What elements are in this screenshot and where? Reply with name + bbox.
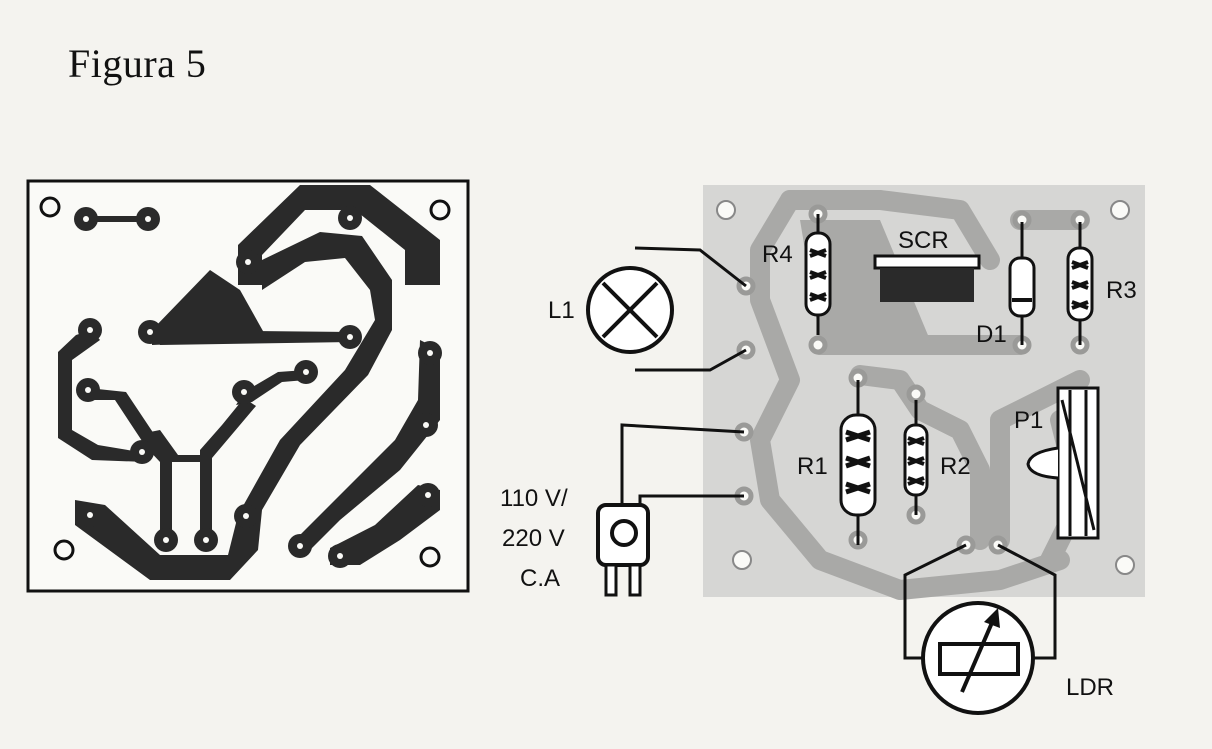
label-l1: L1	[548, 297, 575, 324]
label-r3: R3	[1106, 277, 1137, 304]
scr-component	[873, 254, 981, 302]
resistor-r2	[903, 400, 929, 515]
label-power-line2: 220 V	[502, 525, 565, 552]
label-power-line3: C.A	[520, 565, 560, 592]
overlay-copper-area	[800, 220, 930, 340]
label-r1: R1	[797, 453, 828, 480]
resistor-r4	[804, 214, 832, 335]
label-r4: R4	[762, 241, 793, 268]
label-d1: D1	[976, 321, 1007, 348]
power-plug	[596, 423, 745, 597]
copper-pad-holes	[83, 215, 433, 559]
figure-title: Figura 5	[68, 41, 207, 86]
label-scr: SCR	[898, 227, 949, 254]
copper-side-pcb	[26, 179, 470, 593]
resistor-r1	[839, 380, 877, 545]
copper-mounting-holes	[39, 196, 451, 568]
label-p1: P1	[1014, 407, 1043, 434]
label-ldr: LDR	[1066, 674, 1114, 701]
ldr-wires	[903, 543, 1057, 660]
lamp-l1	[586, 246, 747, 372]
potentiometer-p1	[1026, 386, 1100, 540]
label-r2: R2	[940, 453, 971, 480]
overlay-traces	[750, 190, 1090, 600]
component-side-pcb: L1 SCR R4 R3 D1 R1 R2 P1 LDR 110 V/ 220 …	[500, 185, 1145, 715]
overlay-mounting-holes	[716, 200, 1135, 575]
copper-traces	[58, 185, 440, 580]
diode-d1	[1008, 222, 1036, 345]
resistor-r3	[1066, 222, 1094, 345]
label-power-line1: 110 V/	[500, 485, 568, 512]
ldr-sensor	[921, 601, 1035, 715]
